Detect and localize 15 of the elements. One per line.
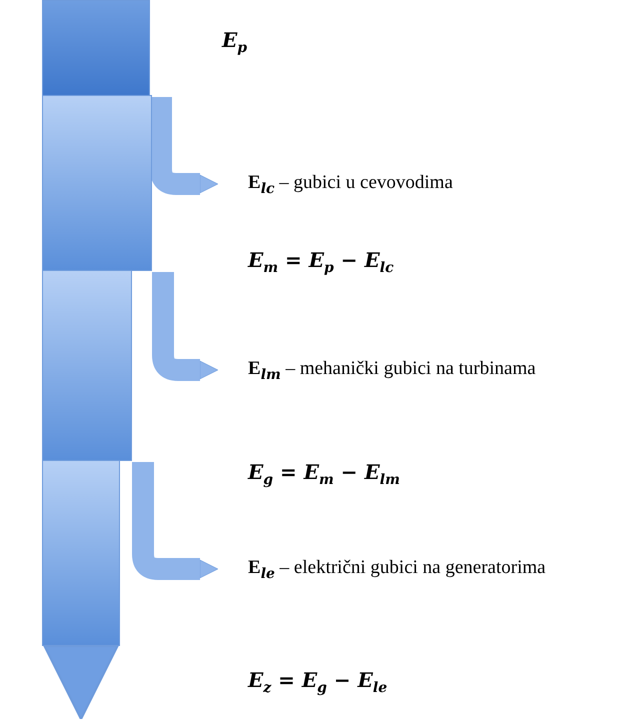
energy-formula: E$_{m}$ = E$_{p}$ − E$_{lc}$ [248,248,394,276]
loss-arrow [150,97,218,195]
flow-band-segment [42,95,152,271]
loss-label: E$_{le}$ – električni gubici na generatorima [248,557,546,582]
loss-arrow [152,272,218,381]
loss-label: E$_{lc}$ – gubici u cevovodima [248,172,453,197]
flow-band-segment [42,270,132,461]
loss-label: E$_{lm}$ – mehanički gubici na turbinama [248,358,536,383]
flow-band-segment [42,460,120,646]
energy-formula: E$_{p}$ [222,28,248,56]
energy-formula: E$_{z}$ = E$_{g}$ − E$_{le}$ [248,668,388,696]
flow-band-segment [42,0,150,96]
loss-arrow [132,462,218,580]
energy-formula: E$_{g}$ = E$_{m}$ − E$_{lm}$ [248,460,400,488]
output-arrow [43,644,119,720]
